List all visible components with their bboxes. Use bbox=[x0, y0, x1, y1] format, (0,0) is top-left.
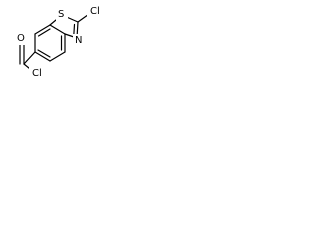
bond-c4-c5-inner bbox=[37, 49, 51, 58]
atom-s-background bbox=[56, 8, 68, 21]
bond-c2-n-inner bbox=[73, 23, 76, 37]
atom-cl-acyl-background bbox=[29, 66, 50, 79]
atom-n-label: N bbox=[75, 35, 82, 46]
atom-o-label: O bbox=[17, 33, 25, 44]
atom-o-background bbox=[15, 32, 28, 45]
chemical-structure-diagram: S Cl N O Cl bbox=[0, 0, 114, 79]
atom-cl-ring-label: Cl bbox=[90, 6, 100, 17]
atom-n-background bbox=[73, 34, 85, 47]
bond-c7-c7a bbox=[49, 24, 66, 35]
atom-s-label: S bbox=[58, 9, 64, 20]
atom-cl-acyl-label: Cl bbox=[32, 68, 42, 79]
molecule-svg: S Cl N O Cl bbox=[15, 4, 108, 79]
bond-c7a-c3a bbox=[34, 24, 51, 35]
bond-c7a-c3a-inner bbox=[37, 28, 51, 37]
atom-cl-ring-background bbox=[87, 4, 108, 17]
bond-c5-c6 bbox=[49, 51, 66, 62]
bond-c4-carbonyl bbox=[23, 51, 36, 65]
bond-c4-c5 bbox=[34, 51, 51, 62]
